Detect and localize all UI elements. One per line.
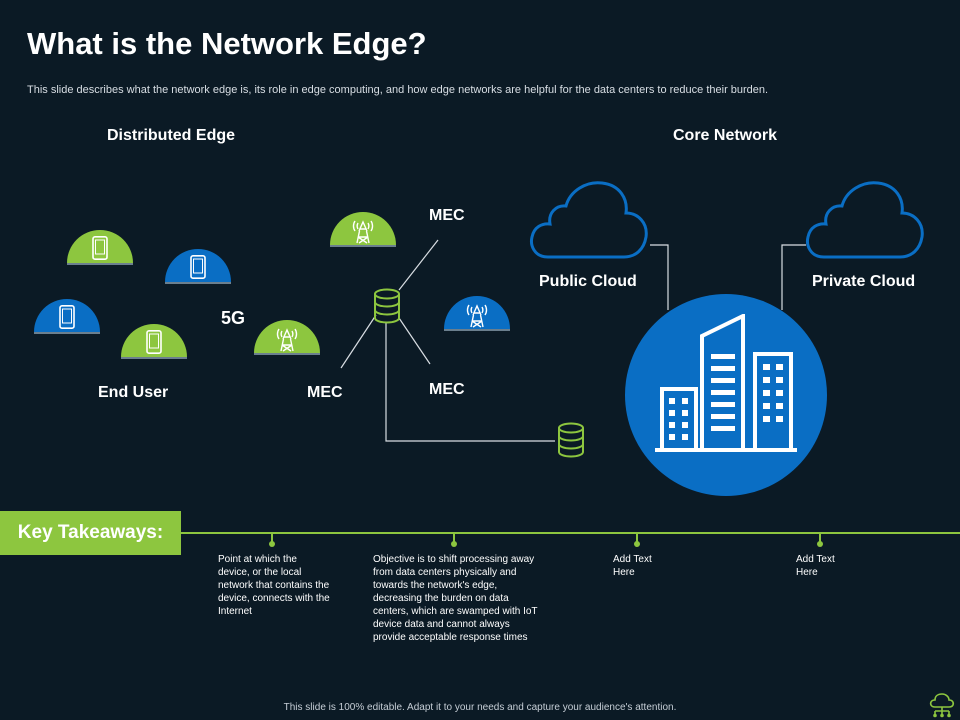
timeline-tick (453, 532, 455, 544)
mec-top-label: MEC (429, 207, 465, 224)
public-cloud-label: Public Cloud (539, 273, 637, 290)
timeline-tick (636, 532, 638, 544)
slide-title: What is the Network Edge? (27, 26, 427, 61)
private-cloud-label: Private Cloud (812, 273, 916, 290)
takeaway-text-2: Objective is to shift processing away fr… (373, 554, 538, 643)
smartphone-icon (59, 305, 75, 329)
timeline-line (181, 532, 960, 534)
distributed-edge-heading: Distributed Edge (107, 127, 236, 144)
takeaway-text-4: Add Text Here (796, 554, 835, 578)
key-takeaways-label: Key Takeaways: (17, 522, 164, 543)
timeline-dot (634, 541, 640, 547)
slide-subtitle: This slide describes what the network ed… (27, 84, 769, 96)
timeline-dot (817, 541, 823, 547)
five-g-label: 5G (221, 308, 246, 328)
database-icon (558, 422, 584, 458)
core-network-heading: Core Network (673, 127, 778, 144)
private-cloud-icon (806, 181, 924, 259)
timeline-tick (271, 532, 273, 544)
smartphone-icon (92, 236, 108, 260)
cloud-network-icon (929, 693, 955, 718)
timeline-dot (451, 541, 457, 547)
footer-note: This slide is 100% editable. Adapt it to… (283, 702, 677, 713)
database-icon (374, 288, 400, 324)
mec-bottom-left-label: MEC (307, 384, 343, 401)
takeaway-text-1: Point at which the device, or the local … (218, 554, 330, 617)
mec-bottom-right-label: MEC (429, 381, 465, 398)
public-cloud-icon (530, 181, 648, 259)
smartphone-icon (190, 255, 206, 279)
takeaway-text-3: Add Text Here (613, 554, 652, 578)
cell-tower-icon (276, 328, 298, 352)
smartphone-icon (146, 330, 162, 354)
city-buildings-icon (655, 314, 797, 452)
key-takeaways-box: Key Takeaways: (0, 511, 181, 555)
cell-tower-icon (466, 304, 488, 328)
timeline-tick (819, 532, 821, 544)
end-user-label: End User (98, 384, 169, 401)
data-center-circle (625, 294, 827, 496)
timeline-dot (269, 541, 275, 547)
cell-tower-icon (352, 220, 374, 244)
